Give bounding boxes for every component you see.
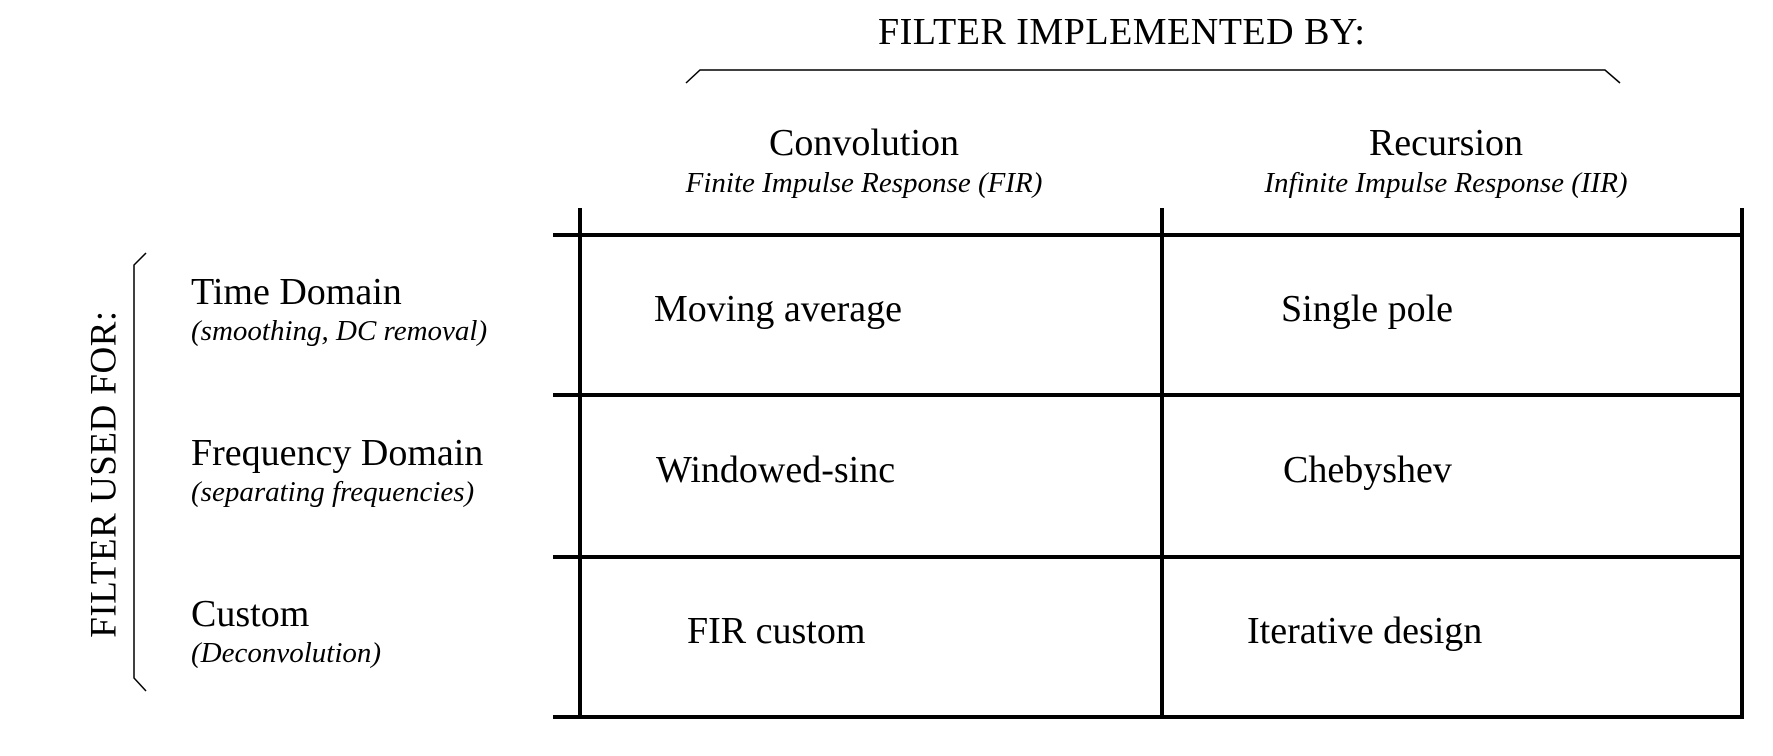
- row-header-custom: Custom (Deconvolution): [191, 592, 381, 670]
- cell-iterative-design: Iterative design: [1247, 610, 1483, 652]
- cell-chebyshev: Chebyshev: [1283, 449, 1452, 491]
- grid-bottom-line: [553, 715, 1744, 719]
- column-header-convolution: Convolution Finite Impulse Response (FIR…: [564, 121, 1164, 200]
- grid-row-divider: [553, 393, 1744, 397]
- cell-fir-custom: FIR custom: [687, 610, 866, 652]
- row-subtitle: (separating frequencies): [191, 476, 475, 508]
- grid-top-line: [553, 233, 1744, 237]
- row-subtitle: (Deconvolution): [191, 637, 382, 669]
- row-title: Frequency Domain: [191, 432, 484, 474]
- row-subtitle: (smoothing, DC removal): [191, 315, 488, 347]
- grid-center-line: [1160, 208, 1164, 719]
- side-title: FILTER USED FOR:: [83, 310, 125, 638]
- column-subtitle: Infinite Impulse Response (IIR): [1264, 167, 1628, 199]
- column-header-recursion: Recursion Infinite Impulse Response (IIR…: [1146, 121, 1746, 200]
- cell-windowed-sinc: Windowed-sinc: [656, 449, 896, 491]
- row-header-frequency-domain: Frequency Domain (separating frequencies…: [191, 431, 483, 509]
- top-title: FILTER IMPLEMENTED BY:: [878, 11, 1366, 53]
- grid-row-divider: [553, 555, 1744, 559]
- row-header-time-domain: Time Domain (smoothing, DC removal): [191, 270, 487, 348]
- grid-right-line: [1740, 208, 1744, 719]
- column-title: Convolution: [768, 122, 960, 164]
- top-bracket: [685, 69, 1621, 84]
- column-title: Recursion: [1368, 122, 1524, 164]
- cell-moving-average: Moving average: [654, 288, 902, 330]
- column-subtitle: Finite Impulse Response (FIR): [685, 167, 1043, 199]
- cell-single-pole: Single pole: [1281, 288, 1454, 330]
- row-title: Custom: [191, 593, 310, 635]
- side-bracket: [133, 252, 147, 692]
- row-title: Time Domain: [191, 271, 402, 313]
- grid-left-line: [578, 208, 582, 719]
